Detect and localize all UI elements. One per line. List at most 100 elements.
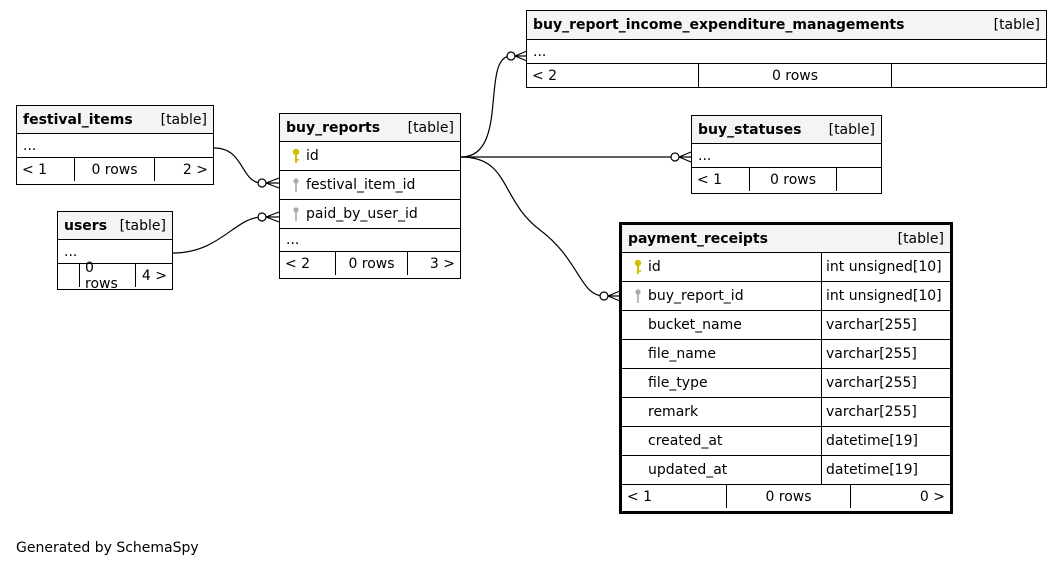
table-festival-items[interactable]: festival_items [table] ... < 1 0 rows 2 … [16,105,214,185]
column-row-created-at[interactable]: created_at datetime[19] [622,427,950,456]
optional-marker [599,291,609,301]
column-name: remark [648,404,699,420]
ellipsis-row: ... [280,229,460,252]
table-tag: [table] [119,217,166,234]
table-tag: [table] [993,17,1040,33]
table-name: festival_items [23,111,133,128]
parents-count: < 2 [280,252,336,275]
edge-users-buy-reports [172,216,263,254]
table-header: buy_reports [table] [280,114,460,142]
parents-count [58,264,80,287]
column-row-paid-by-user-id[interactable]: paid_by_user_id [280,200,460,229]
column-row-festival-item-id[interactable]: festival_item_id [280,171,460,200]
table-header: buy_statuses [table] [692,116,881,144]
column-name: id [648,259,661,275]
primary-key-icon [628,259,648,275]
primary-key-icon [286,148,306,164]
column-type: varchar[255] [826,375,917,391]
parents-count: < 1 [17,158,75,181]
table-tag: [table] [897,230,944,247]
table-footer: < 2 0 rows 3 > [280,252,460,275]
column-row-updated-at[interactable]: updated_at datetime[19] [622,456,950,485]
column-row-id[interactable]: id [280,142,460,171]
children-count: 2 > [182,161,208,178]
children-count: 3 > [429,255,455,272]
column-type: int unsigned[10] [826,259,942,275]
ellipsis-text: ... [533,43,547,60]
table-users[interactable]: users [table] ... 0 rows 4 > [57,211,173,292]
column-name: bucket_name [648,317,742,333]
column-type: varchar[255] [826,317,917,333]
column-name: paid_by_user_id [306,206,418,222]
table-header: payment_receipts [table] [622,225,950,253]
column-type: datetime[19] [826,433,918,449]
ellipsis-row: ... [527,40,1046,64]
table-name: buy_report_income_expenditure_management… [533,17,905,33]
table-payment-receipts[interactable]: payment_receipts [table] id int unsigned[… [619,222,953,514]
column-name: file_name [648,346,717,362]
edge-buy-reports-bri [460,55,512,158]
optional-marker [670,152,680,162]
ellipsis-row: ... [17,134,213,158]
column-name: buy_report_id [648,288,744,304]
column-row-bucket-name[interactable]: bucket_name varchar[255] [622,311,950,340]
table-footer: < 1 0 rows 2 > [17,158,213,181]
ellipsis-row: ... [692,144,881,168]
children-count [892,64,1046,87]
parents-count: < 2 [527,64,699,87]
ellipsis-row: ... [58,240,172,264]
crowfoot-marker [678,151,692,163]
column-name: created_at [648,433,723,449]
table-name: users [64,217,108,234]
parents-count: < 1 [692,168,750,191]
table-tag: [table] [407,119,454,136]
foreign-key-icon [286,206,306,222]
table-tag: [table] [828,121,875,138]
optional-marker [257,212,267,222]
crowfoot-marker [265,211,280,223]
edge-buy-reports-receipts [460,156,605,297]
ellipsis-text: ... [23,137,37,154]
table-buy-statuses[interactable]: buy_statuses [table] ... < 1 0 rows [691,115,882,194]
children-count: 4 > [141,267,167,284]
column-type: datetime[19] [826,462,918,478]
children-count [837,168,881,191]
crowfoot-marker [514,50,528,62]
children-count: 0 > [919,488,945,505]
column-type: varchar[255] [826,404,917,420]
row-count: 0 rows [75,158,155,181]
table-buy-report-income-expenditure-managements[interactable]: buy_report_income_expenditure_management… [526,10,1047,88]
ellipsis-text: ... [698,147,712,164]
generator-credit: Generated by SchemaSpy [16,540,199,556]
table-footer: < 1 0 rows 0 > [622,485,950,508]
column-row-remark[interactable]: remark varchar[255] [622,398,950,427]
column-name: file_type [648,375,708,391]
row-count: 0 rows [336,252,408,275]
edge-festival-items-buy-reports [213,147,263,184]
optional-marker [506,51,516,61]
table-header: buy_report_income_expenditure_management… [527,11,1046,40]
row-count: 0 rows [750,168,837,191]
column-name: id [306,148,319,164]
table-header: festival_items [table] [17,106,213,134]
table-header: users [table] [58,212,172,240]
column-row-file-type[interactable]: file_type varchar[255] [622,369,950,398]
foreign-key-icon [628,288,648,304]
crowfoot-marker [265,177,280,189]
row-count: 0 rows [727,485,851,508]
parents-count: < 1 [622,485,727,508]
table-tag: [table] [160,111,207,128]
column-name: updated_at [648,462,728,478]
ellipsis-text: ... [286,232,300,248]
column-name: festival_item_id [306,177,416,193]
row-count: 0 rows [80,260,136,292]
table-buy-reports[interactable]: buy_reports [table] id festival_item_id … [279,113,461,279]
column-row-id[interactable]: id int unsigned[10] [622,253,950,282]
table-name: payment_receipts [628,230,768,247]
table-footer: < 2 0 rows [527,64,1046,87]
table-footer: < 1 0 rows [692,168,881,191]
